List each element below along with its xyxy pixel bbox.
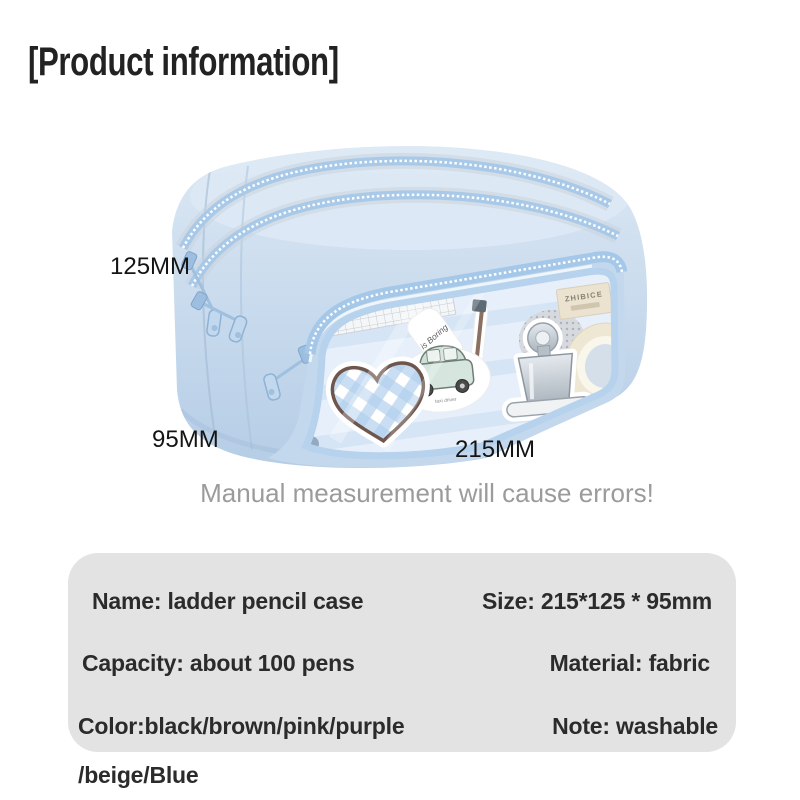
dimension-label-width: 215MM (455, 436, 536, 463)
pencil-case-illustration: COLOR ERASER ZHIBICE (172, 146, 648, 469)
measurement-disclaimer: Manual measurement will cause errors! (200, 478, 654, 508)
spec-material: Material: fabric (549, 650, 711, 676)
spec-color-overflow: /beige/Blue (78, 762, 199, 788)
pocket-zipper (304, 251, 628, 363)
product-photo: COLOR ERASER ZHIBICE (172, 146, 648, 469)
spec-capacity: Capacity: about 100 pens (82, 650, 355, 676)
dimension-label-depth: 95MM (152, 426, 219, 453)
zipper-pull-icon (190, 291, 248, 343)
car-sticker-text-bottom: taxi driver (435, 397, 458, 405)
spec-panel (68, 553, 736, 752)
spec-note: Note: washable (552, 713, 718, 739)
lid-zippers (175, 152, 622, 290)
spec-name: Name: ladder pencil case (92, 588, 364, 614)
spec-color: Color:black/brown/pink/purple (78, 713, 405, 739)
brand-tag: ZHIBICE (555, 282, 614, 320)
zipper-pull-icon (181, 251, 222, 337)
page-title: [Product information] (28, 40, 339, 84)
spec-size: Size: 215*125 * 95mm (482, 588, 712, 614)
heart-sticker (326, 356, 430, 448)
dimension-label-height: 125MM (110, 253, 191, 280)
